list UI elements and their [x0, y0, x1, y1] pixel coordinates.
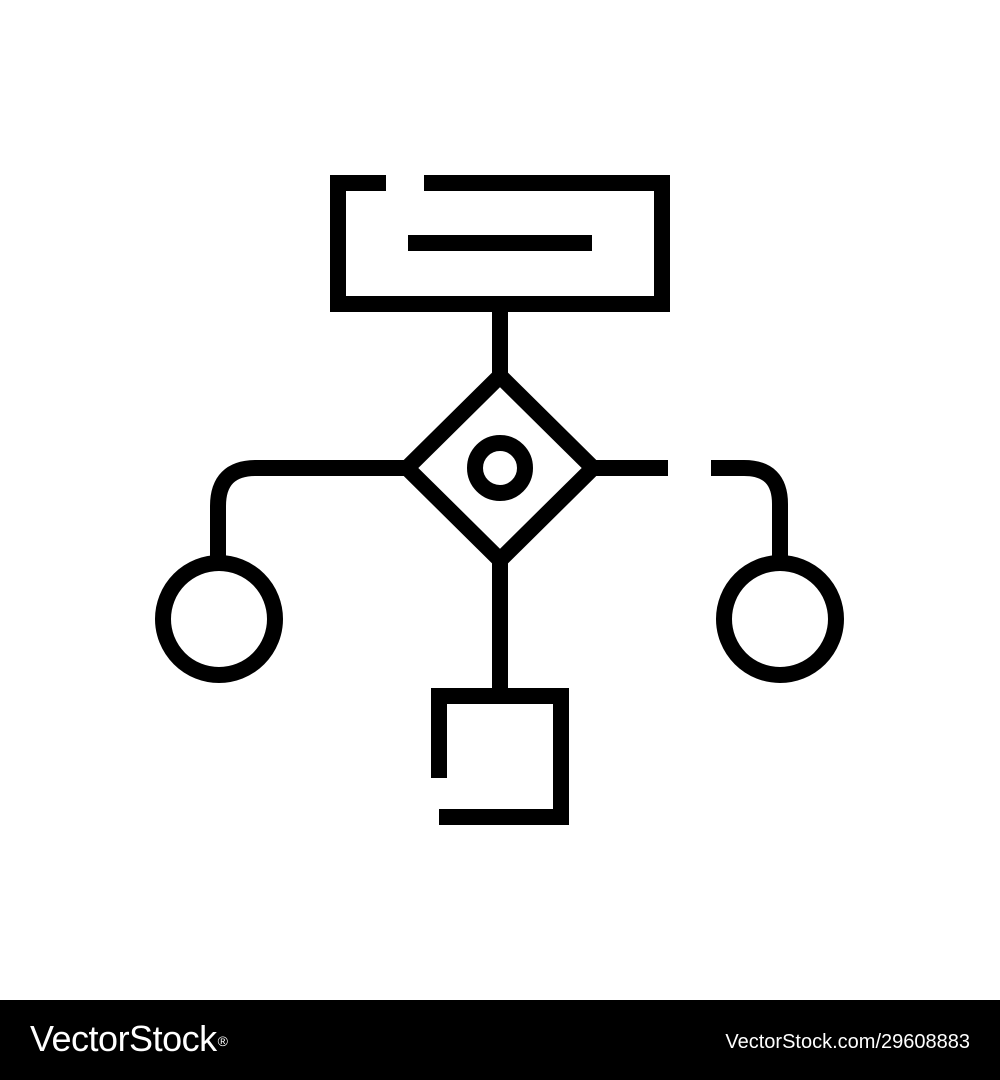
- registered-mark: ®: [217, 1033, 228, 1049]
- terminal-circle-left: [155, 555, 283, 683]
- brand-logo: VectorStock®: [30, 1018, 228, 1059]
- output-box-shape: [431, 688, 569, 825]
- flowchart-icon: [155, 175, 844, 825]
- connector-left: [210, 460, 407, 557]
- connector-right-elbow: [711, 460, 788, 557]
- decision-diamond-shape: [395, 364, 605, 572]
- terminal-circle-right: [716, 555, 844, 683]
- watermark-footer: VectorStock® VectorStock.com/29608883: [0, 1000, 1000, 1080]
- brand-name: VectorStock: [30, 1018, 217, 1059]
- image-id-label: VectorStock.com/29608883: [725, 1031, 970, 1053]
- decision-center-circle: [467, 435, 533, 501]
- icon-canvas: [155, 175, 844, 825]
